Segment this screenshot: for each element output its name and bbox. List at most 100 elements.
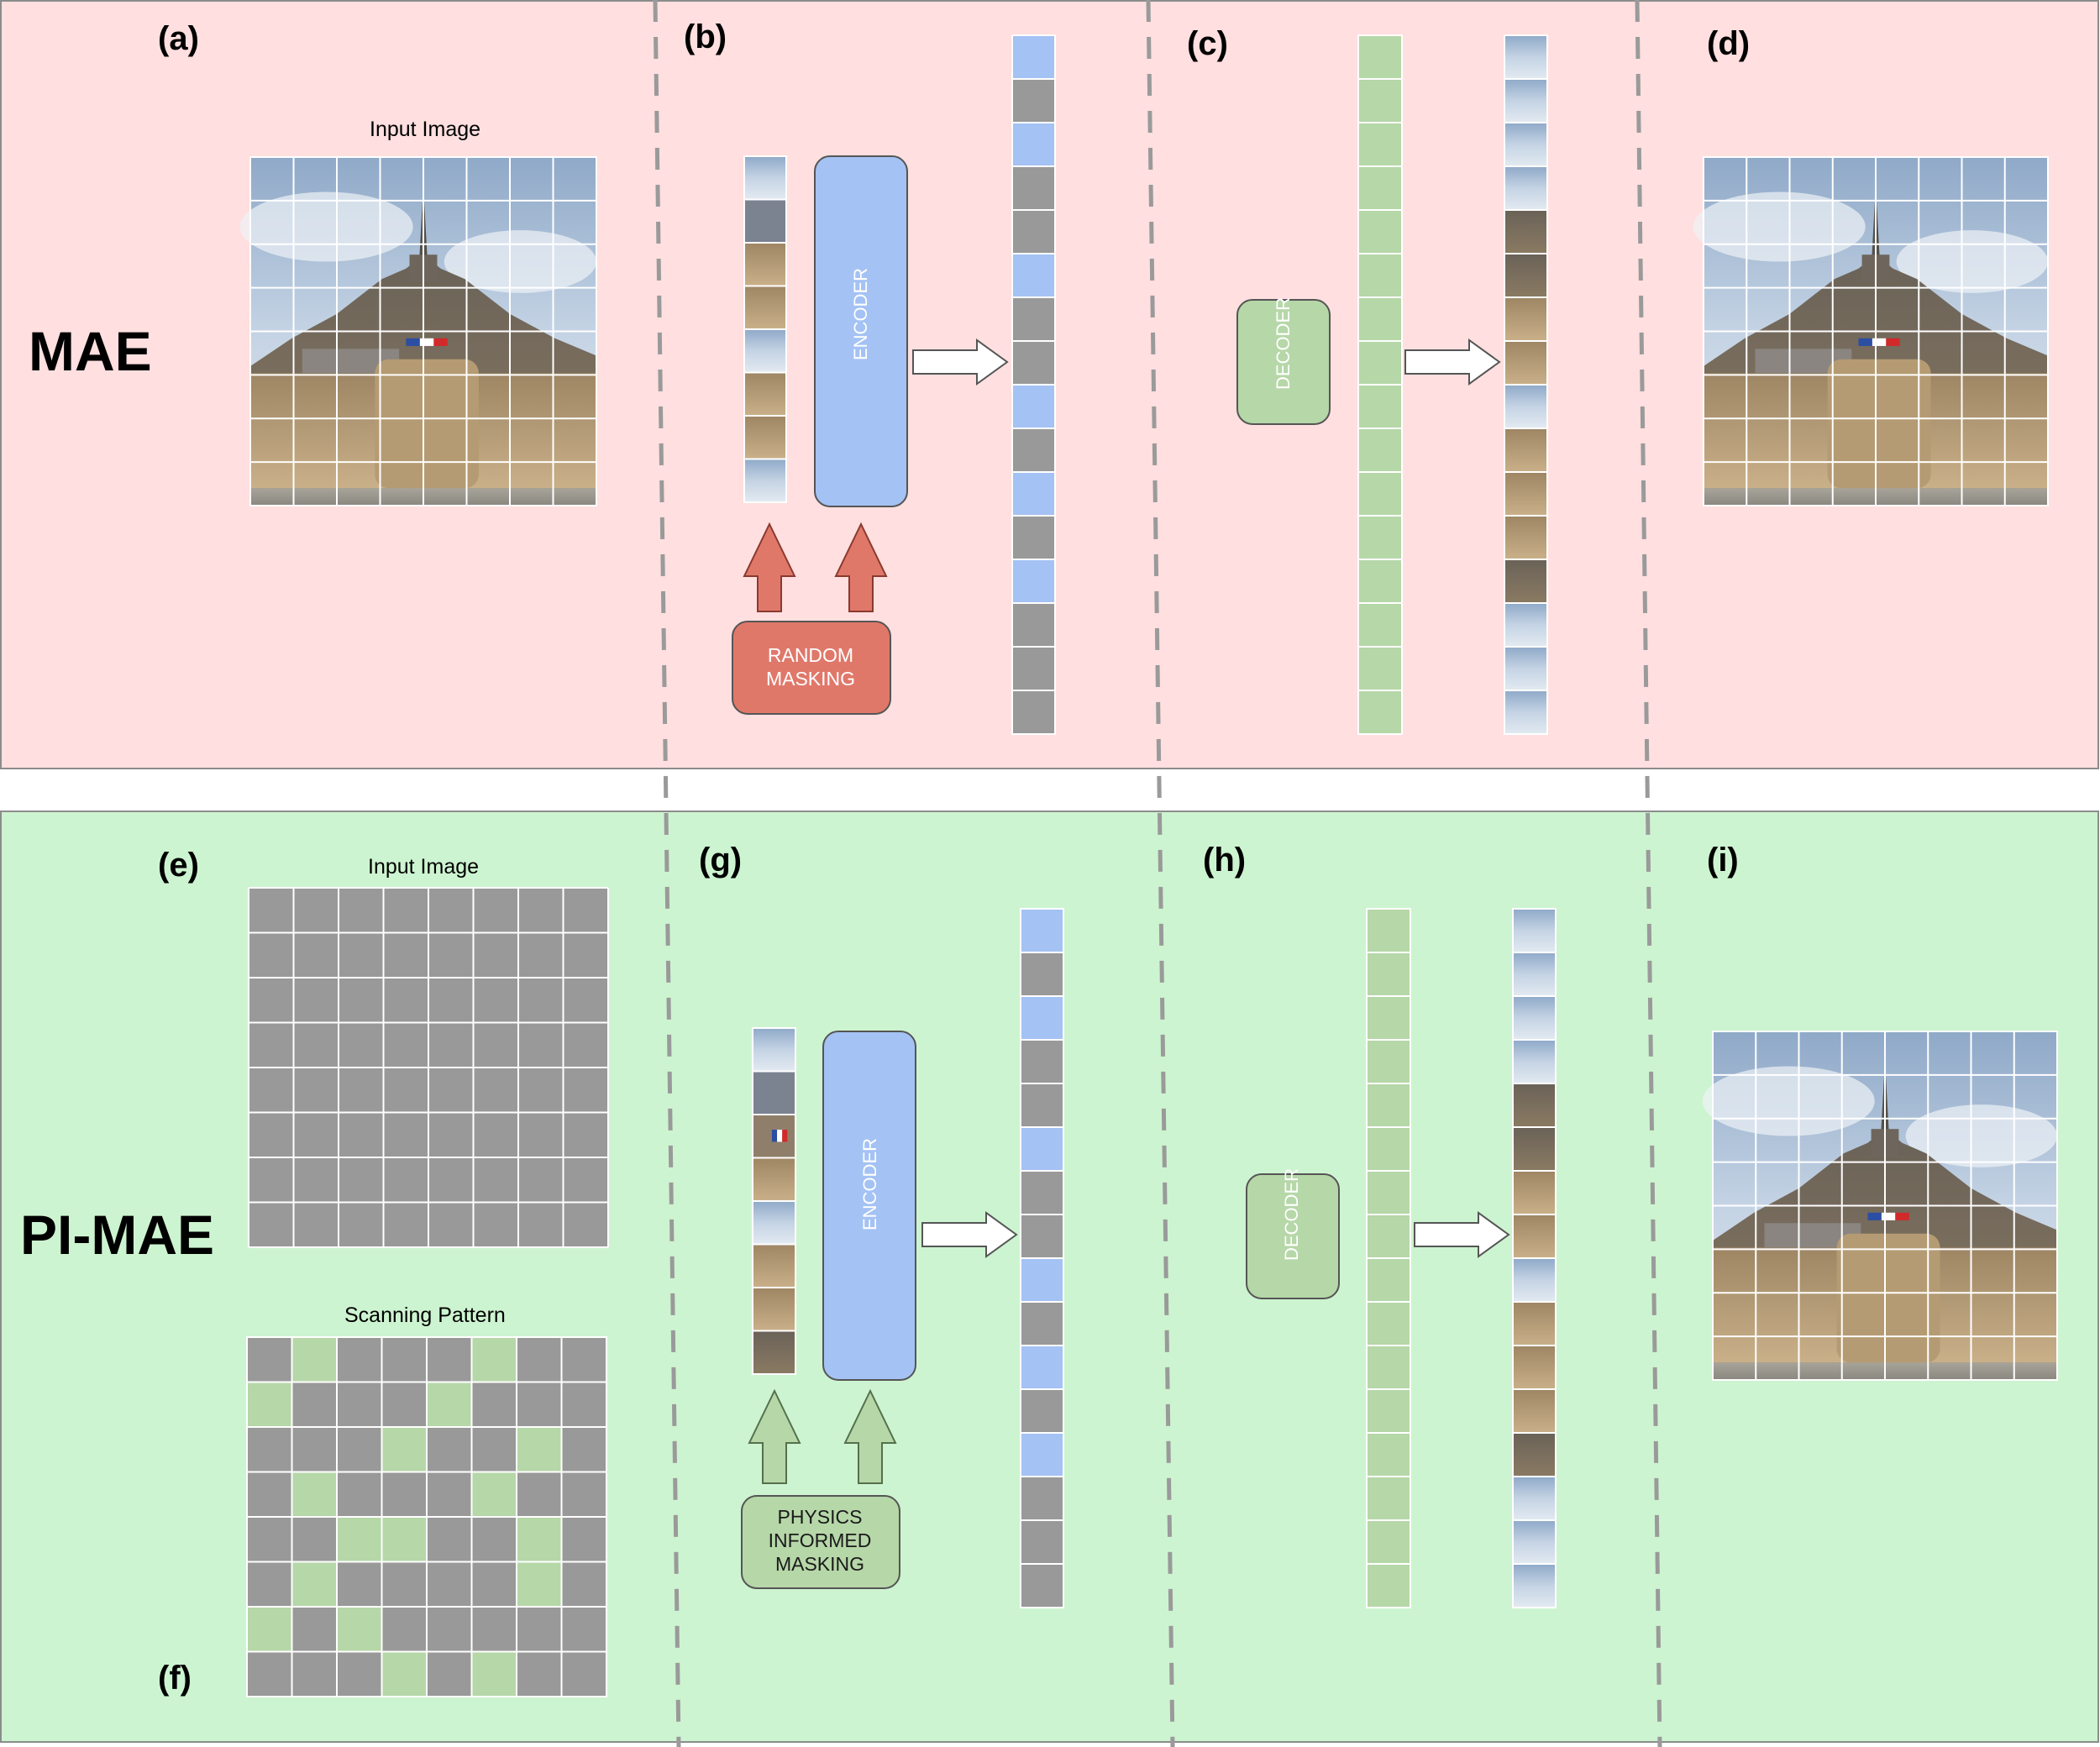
token-masked (1020, 1301, 1064, 1346)
pimae-latent-tokens (1020, 908, 1064, 1608)
scan-cell-active (470, 1336, 517, 1383)
mae-reconstructed-strip (1504, 34, 1548, 735)
mae-visible-patch-strip (743, 155, 787, 503)
strip-patch-wall (1512, 1301, 1557, 1346)
strip-patch-sky (1512, 1476, 1557, 1521)
decoder-input-token (1357, 296, 1403, 342)
separator-line-3 (1635, 0, 1662, 1747)
scan-cell-inactive (291, 1426, 338, 1473)
scan-cell-inactive (560, 1426, 607, 1473)
strip-patch-wall (1504, 515, 1548, 560)
panel-label-g: (g) (699, 842, 743, 879)
scan-cell-inactive (336, 1471, 383, 1518)
strip-patch-cliff (1504, 209, 1548, 254)
token-masked (1020, 1563, 1064, 1608)
decoder-input-token (1357, 602, 1403, 648)
strip-patch-sky (1512, 1563, 1557, 1608)
pimae-reconstructed-strip (1512, 908, 1557, 1608)
scan-cell-inactive (516, 1471, 563, 1518)
strip-patch-sky (1504, 78, 1548, 123)
strip-patch-sky (1504, 690, 1548, 735)
strip-patch-wall (743, 285, 787, 330)
scan-cell-inactive (336, 1650, 383, 1697)
scan-cell-inactive (426, 1471, 473, 1518)
panel-label-e: (e) (158, 847, 199, 884)
strip-patch-cliff (1512, 1126, 1557, 1172)
scan-cell-inactive (381, 1381, 428, 1428)
scan-cell-inactive (426, 1606, 473, 1653)
scan-cell-inactive (516, 1606, 563, 1653)
mae-decoder-box (1236, 299, 1331, 425)
separator-line-1 (653, 0, 681, 1747)
decoder-input-token (1357, 165, 1403, 211)
scan-cell-inactive (291, 1606, 338, 1653)
token-masked (1011, 515, 1056, 560)
strip-patch-cliff (1504, 559, 1548, 604)
panel-label-a: (a) (158, 20, 199, 57)
decoder-input-token (1366, 1214, 1411, 1259)
token-masked (1020, 1170, 1064, 1215)
pimae-masking-arrow-left (748, 1388, 801, 1484)
random-masking-box (732, 621, 891, 715)
decoder-input-token (1357, 253, 1403, 298)
token-visible (1011, 471, 1056, 517)
mae-encoder-box (814, 155, 908, 507)
decoder-input-token (1366, 908, 1411, 953)
scan-cell-active (291, 1471, 338, 1518)
scan-cell-inactive (246, 1426, 293, 1473)
scan-cell-active (516, 1561, 563, 1608)
scan-cell-inactive (470, 1426, 517, 1473)
token-masked (1020, 1388, 1064, 1434)
mae-encoder-arrow (912, 338, 1009, 386)
mae-masking-arrow-left (743, 522, 796, 612)
mae-output-image-frame (1703, 156, 2049, 506)
token-visible (1011, 253, 1056, 298)
scan-cell-inactive (246, 1561, 293, 1608)
scanning-pattern-grid (246, 1336, 607, 1697)
token-masked (1011, 690, 1056, 735)
mae-input-image-frame (249, 156, 597, 506)
scan-cell-inactive (381, 1471, 428, 1518)
strip-patch-sky (743, 328, 787, 374)
mae-output-image (1693, 156, 2049, 506)
scan-pattern-caption: Scanning Pattern (344, 1304, 506, 1327)
decoder-input-token (1357, 340, 1403, 386)
scan-cell-active (246, 1381, 293, 1428)
scan-cell-inactive (381, 1606, 428, 1653)
decoder-input-token (1357, 646, 1403, 691)
strip-patch-cliff (1504, 253, 1548, 298)
strip-patch-wall (1504, 340, 1548, 386)
scan-cell-active (336, 1606, 383, 1653)
flag-blue (771, 1130, 778, 1142)
strip-patch-sky (1504, 646, 1548, 691)
decoder-input-token (1366, 1476, 1411, 1521)
mae-encoder-label: ENCODER (850, 267, 871, 360)
decoder-input-token (1366, 1257, 1411, 1303)
token-visible (1011, 384, 1056, 429)
scan-cell-inactive (470, 1606, 517, 1653)
pimae-decoder-input-column (1366, 908, 1411, 1608)
panel-label-f: (f) (158, 1660, 192, 1697)
decoder-input-token (1366, 1126, 1411, 1172)
strip-patch-sky (1512, 995, 1557, 1041)
scan-cell-active (426, 1381, 473, 1428)
scan-cell-inactive (246, 1471, 293, 1518)
token-visible (1011, 122, 1056, 167)
strip-patch-sky (1504, 122, 1548, 167)
scan-cell-inactive (426, 1426, 473, 1473)
scan-cell-inactive (516, 1650, 563, 1697)
scan-cell-inactive (426, 1336, 473, 1383)
decoder-input-token (1357, 122, 1403, 167)
decoder-input-token (1357, 559, 1403, 604)
token-masked (1020, 1214, 1064, 1259)
token-visible (1020, 908, 1064, 953)
strip-patch-wall (743, 371, 787, 417)
strip-patch-sky (743, 458, 787, 503)
pimae-masked-input-image (248, 887, 609, 1248)
scan-cell-active (470, 1650, 517, 1697)
strip-patch-sky (1512, 1039, 1557, 1084)
scan-cell-inactive (291, 1381, 338, 1428)
scan-cell-inactive (246, 1650, 293, 1697)
token-visible (1011, 34, 1056, 80)
